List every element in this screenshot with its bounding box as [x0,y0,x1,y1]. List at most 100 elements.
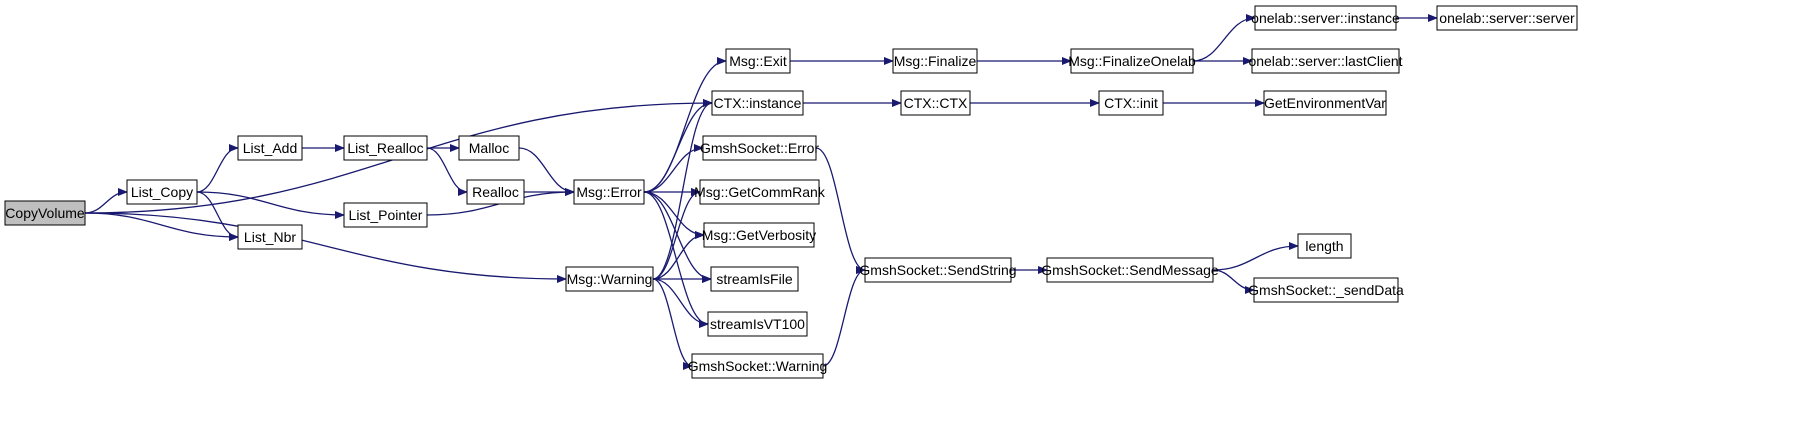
node-label: GetEnvironmentVar [1264,95,1386,111]
node-label: onelab::server::lastClient [1248,53,1402,69]
node-box [237,224,303,250]
node-box [699,179,820,205]
node-malloc[interactable]: Malloc [458,135,520,161]
edge-msg-finalizeonelab-to-onelab-server-instance [1192,14,1256,62]
node-msg-finalize[interactable]: Msg::Finalize [892,48,978,74]
node-label: CopyVolume [5,205,85,221]
node-box [1263,90,1387,116]
node-label: Msg::Warning [567,271,653,287]
node-label: GmshSocket::Error [700,140,819,156]
node-gmshsocket-sendstring[interactable]: GmshSocket::SendString [859,257,1017,283]
node-label: Realloc [472,184,519,200]
node-box [565,266,654,292]
edge-msg-warning-to-msg-getverbosity [652,231,705,280]
node-label: List_Add [243,140,297,156]
node-list-pointer[interactable]: List_Pointer [343,202,428,228]
node-box [1046,257,1214,283]
node-label: List_Pointer [349,207,423,223]
edge-gmshsocket-sendmessage-to-gmshsocket-senddata [1212,269,1255,294]
edge-gmshsocket-sendmessage-to-length [1212,242,1299,271]
node-msg-warning[interactable]: Msg::Warning [565,266,654,292]
node-box [1251,48,1400,74]
edge-copyvolume-to-list-nbr [84,212,239,241]
edge-msg-warning-to-msg-getcommrank [652,188,701,280]
node-box [1436,5,1578,31]
node-msg-finalizeonelab[interactable]: Msg::FinalizeOnelab [1068,48,1196,74]
node-streamisvt100[interactable]: streamIsVT100 [707,311,808,337]
node-gmshsocket-senddata[interactable]: GmshSocket::_sendData [1248,277,1404,303]
edge-copyvolume-to-list-copy [84,188,128,214]
node-onelab-server-instance[interactable]: onelab::server::instance [1251,5,1400,31]
edge-list-copy-to-list-pointer [196,191,345,219]
node-box [900,90,971,116]
node-gmshsocket-warning[interactable]: GmshSocket::Warning [688,353,828,379]
node-box [4,200,86,226]
node-box [1098,90,1164,116]
node-box [702,135,817,161]
node-label: Msg::Finalize [894,53,977,69]
node-label: onelab::server::server [1439,10,1575,26]
node-label: streamIsVT100 [710,316,805,332]
node-box [458,135,520,161]
node-label: List_Realloc [347,140,423,156]
edge-msg-error-to-streamisfile [643,191,712,283]
node-onelab-server-lastclient[interactable]: onelab::server::lastClient [1248,48,1403,74]
node-streamisfile[interactable]: streamIsFile [710,266,799,292]
node-label: CTX::CTX [904,95,968,111]
node-label: Msg::GetVerbosity [702,227,816,243]
node-label: onelab::server::instance [1251,10,1400,26]
node-ctx-ctx[interactable]: CTX::CTX [900,90,971,116]
node-label: List_Copy [131,184,193,200]
node-box [343,202,428,228]
node-label: Msg::Exit [729,53,787,69]
node-box [1254,5,1397,31]
node-length[interactable]: length [1297,233,1352,259]
node-label: streamIsFile [716,271,792,287]
node-label: Msg::FinalizeOnelab [1068,53,1196,69]
edge-msg-warning-to-ctx-instance [652,99,713,280]
node-msg-getcommrank[interactable]: Msg::GetCommRank [694,179,826,205]
node-label: GmshSocket::_sendData [1248,282,1404,298]
node-onelab-server-server[interactable]: onelab::server::server [1436,5,1578,31]
edge-malloc-to-msg-error [518,147,575,196]
node-label: List_Nbr [244,229,296,245]
node-box [237,135,303,161]
node-label: GmshSocket::Warning [688,358,828,374]
node-msg-exit[interactable]: Msg::Exit [725,48,791,74]
edge-msg-warning-to-streamisvt100 [652,278,709,328]
node-ctx-init[interactable]: CTX::init [1098,90,1164,116]
node-gmshsocket-error[interactable]: GmshSocket::Error [700,135,819,161]
node-list-copy[interactable]: List_Copy [126,179,198,205]
node-list-add[interactable]: List_Add [237,135,303,161]
edge-msg-error-to-ctx-instance [643,99,713,193]
node-box [691,353,824,379]
node-box [864,257,1012,283]
edge-gmshsocket-warning-to-gmshsocket-sendstring [822,266,866,367]
node-label: GmshSocket::SendMessage [1041,262,1219,278]
node-box [466,179,525,205]
edge-gmshsocket-error-to-gmshsocket-sendstring [815,147,866,274]
node-getenvironmentvar[interactable]: GetEnvironmentVar [1263,90,1387,116]
node-list-nbr[interactable]: List_Nbr [237,224,303,250]
node-msg-getverbosity[interactable]: Msg::GetVerbosity [702,222,816,248]
node-label: CTX::init [1104,95,1158,111]
node-label: Malloc [469,140,509,156]
node-box [573,179,645,205]
edge-msg-error-to-msg-exit [643,57,727,193]
edge-list-copy-to-list-add [196,144,239,193]
edge-msg-warning-to-gmshsocket-warning [652,278,693,370]
node-label: Msg::Error [576,184,642,200]
node-copyvolume[interactable]: CopyVolume [4,200,86,226]
node-msg-error[interactable]: Msg::Error [573,179,645,205]
edge-copyvolume-to-msg-warning [84,212,567,283]
node-list-realloc[interactable]: List_Realloc [343,135,428,161]
node-box [1297,233,1352,259]
node-box [892,48,978,74]
node-box [707,311,808,337]
node-gmshsocket-sendmessage[interactable]: GmshSocket::SendMessage [1041,257,1219,283]
node-realloc[interactable]: Realloc [466,179,525,205]
node-ctx-instance[interactable]: CTX::instance [711,90,804,116]
node-box [703,222,815,248]
